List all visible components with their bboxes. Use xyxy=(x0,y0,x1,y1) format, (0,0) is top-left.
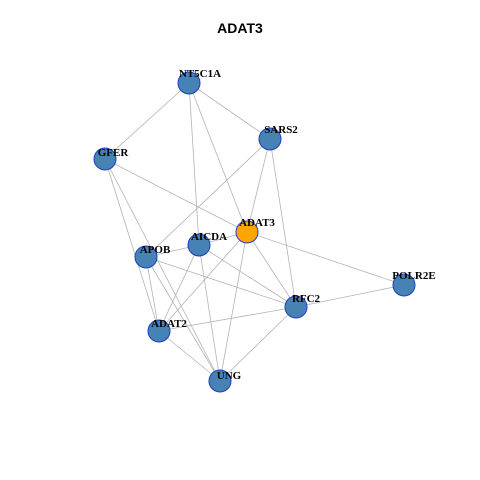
node-gfer xyxy=(93,147,117,171)
edge-adat3-rfc2 xyxy=(246,231,297,308)
node-label-rfc2: RFC2 xyxy=(292,293,321,305)
edge-apob-rfc2 xyxy=(145,256,297,308)
node-apob xyxy=(134,245,158,269)
edge-sars2-apob xyxy=(145,138,271,258)
node-nt5c1a xyxy=(177,71,201,95)
node-label-polr2e: POLR2E xyxy=(392,270,435,282)
edge-adat2-ung xyxy=(158,330,221,382)
node-label-adat3: ADAT3 xyxy=(239,217,275,229)
node-label-aicda: AICDA xyxy=(191,231,227,243)
edge-nt5c1a-aicda xyxy=(188,82,200,246)
edge-rfc2-adat2 xyxy=(158,306,297,332)
edge-aicda-adat2 xyxy=(158,244,200,332)
node-sars2 xyxy=(258,127,282,151)
node-rfc2 xyxy=(284,295,308,319)
edge-gfer-adat2 xyxy=(104,158,160,332)
edge-nt5c1a-adat3 xyxy=(188,82,248,233)
edge-nt5c1a-sars2 xyxy=(188,82,271,140)
edge-aicda-ung xyxy=(198,244,221,382)
node-ung xyxy=(208,369,232,393)
edge-nt5c1a-gfer xyxy=(104,82,190,160)
node-label-adat2: ADAT2 xyxy=(151,318,187,330)
edge-gfer-adat3 xyxy=(104,158,248,233)
edge-aicda-rfc2 xyxy=(198,244,297,308)
node-aicda xyxy=(187,233,211,257)
node-label-ung: UNG xyxy=(217,370,242,382)
node-label-sars2: SARS2 xyxy=(264,124,298,136)
node-adat3 xyxy=(235,220,259,244)
edge-apob-adat2 xyxy=(145,256,160,332)
edge-apob-ung xyxy=(145,256,221,382)
edge-adat3-ung xyxy=(219,231,248,382)
edge-sars2-rfc2 xyxy=(269,138,297,308)
edge-sars2-adat3 xyxy=(246,138,271,233)
edge-gfer-ung xyxy=(104,158,221,382)
node-adat2 xyxy=(147,319,171,343)
node-label-apob: APOB xyxy=(140,244,171,256)
edge-polr2e-rfc2 xyxy=(295,284,405,308)
node-label-nt5c1a: NT5C1A xyxy=(179,68,221,80)
edge-adat3-polr2e xyxy=(246,231,405,286)
edge-rfc2-ung xyxy=(219,306,297,382)
node-label-gfer: GFER xyxy=(98,147,130,159)
node-layer xyxy=(93,71,416,393)
edge-adat3-adat2 xyxy=(158,231,248,332)
node-polr2e xyxy=(392,273,416,297)
figure-title: ADAT3 xyxy=(217,20,263,36)
